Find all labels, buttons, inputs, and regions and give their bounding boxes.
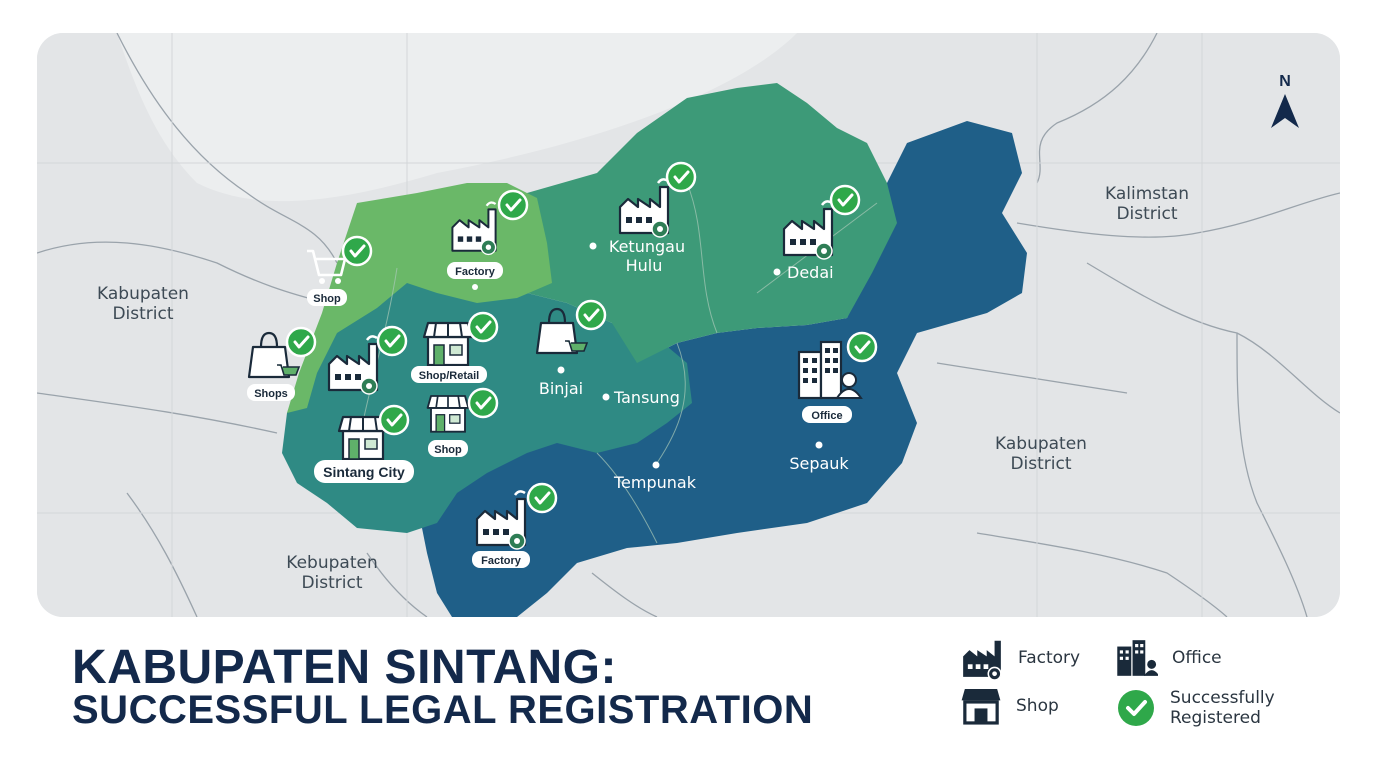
svg-text:Dedai: Dedai [787,263,834,282]
factory-icon [963,640,1002,680]
marker-office-sepauk[interactable]: Office [797,331,878,423]
legend-item-factory: Factory [960,636,1080,680]
marker-shop-cart-nw[interactable]: Shop [305,235,373,306]
svg-text:Factory: Factory [481,555,522,567]
region-mid-green[interactable] [527,83,897,363]
sea-area [117,33,797,202]
check-icon [575,299,607,331]
check-icon [497,189,529,221]
place-dedai[interactable]: Dedai [773,263,834,282]
compass-label: N [1279,73,1291,90]
legend-label-office: Office [1172,648,1222,668]
storefront-icon [422,321,474,367]
svg-text:Tempunak: Tempunak [613,473,697,492]
check-icon [665,161,697,193]
svg-text:Sepauk: Sepauk [789,454,849,473]
svg-text:Shop: Shop [434,444,462,456]
north-arrow-icon: N [1271,73,1299,128]
check-icon [376,325,408,357]
check-icon [467,387,499,419]
marker-factory-south[interactable]: Factory [472,482,558,568]
legend-label-factory: Factory [1018,648,1081,668]
svg-text:Factory: Factory [455,266,496,278]
check-icon [467,311,499,343]
marker-factory-north[interactable]: Factory [447,189,529,290]
check-icon [526,482,558,514]
check-icon [378,404,410,436]
storefront-icon [961,689,1001,725]
svg-text:Office: Office [811,410,842,422]
svg-text:Binjai: Binjai [539,379,583,398]
place-tempunak[interactable]: Tempunak [613,461,697,493]
svg-text:Shop/Retail: Shop/Retail [419,370,480,382]
page-title-line2: SUCCESSFUL LEGAL REGISTRATION [72,688,814,732]
marker-shops-west[interactable]: Shops [247,326,317,401]
marker-shop-center[interactable]: Shop [426,387,499,457]
svg-text:Shop: Shop [313,293,341,305]
place-binjai[interactable]: Binjai [539,366,583,399]
check-icon [829,184,861,216]
legend-label-shop: Shop [1016,696,1059,716]
marker-shop-retail[interactable]: Shop/Retail [411,311,499,383]
check-icon [285,326,317,358]
legend-item-shop: Shop [960,684,1059,728]
check-icon [1118,690,1154,726]
page-title-line1: KABUPATEN SINTANG: [72,641,617,694]
marker-sintang-city[interactable]: Sintang City [314,404,414,483]
svg-text:Tansung: Tansung [613,388,680,407]
svg-text:Sintang City: Sintang City [323,464,405,480]
place-tansung[interactable]: Tansung [602,388,680,407]
office-building-icon [1117,640,1158,676]
storefront-icon [426,395,470,433]
place-sepauk[interactable]: Sepauk [789,441,849,474]
legend-item-office: Office [1116,636,1222,680]
check-icon [846,331,878,363]
check-icon [341,235,373,267]
svg-text:Shops: Shops [254,388,288,400]
